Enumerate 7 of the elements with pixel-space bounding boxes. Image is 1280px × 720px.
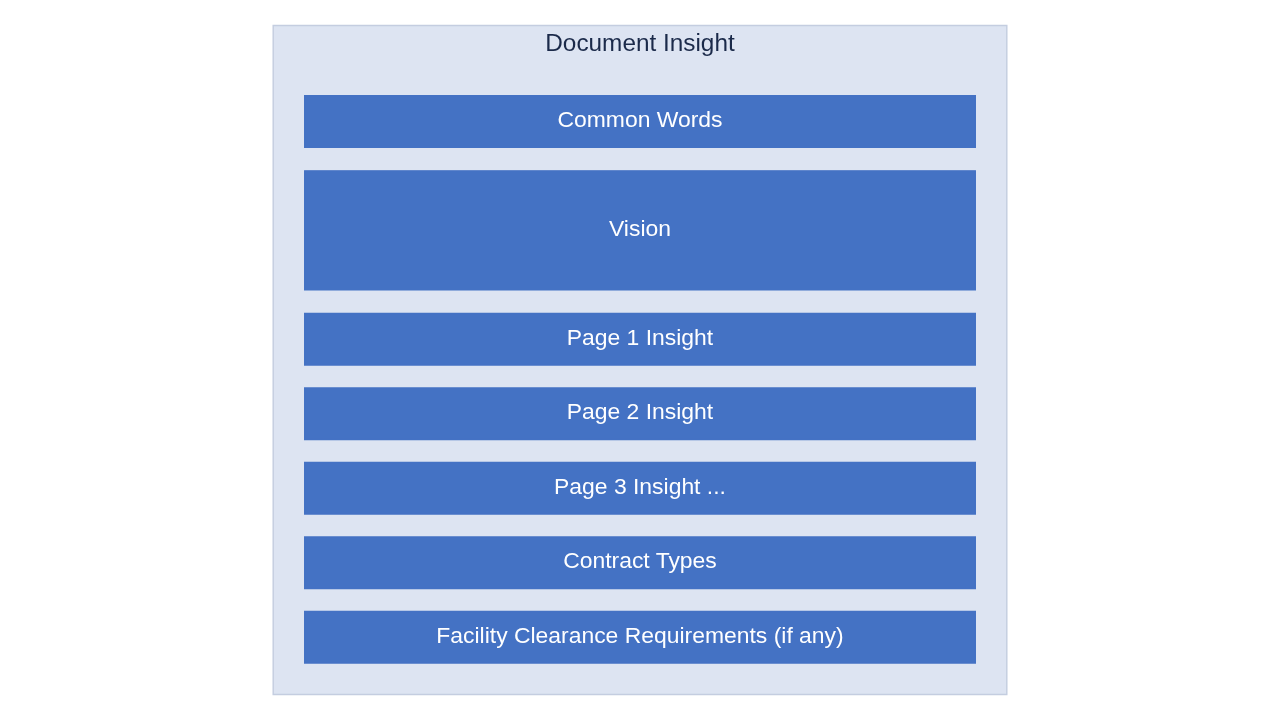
node-box: Page 2 Insight <box>304 387 976 441</box>
node-box: Facility Clearance Requirements (if any) <box>304 610 976 664</box>
node-box: Common Words <box>304 94 976 148</box>
node-box: Vision <box>304 170 976 291</box>
node-box: Page 1 Insight <box>304 312 976 366</box>
node-box: Contract Types <box>304 536 976 590</box>
node-box: Page 3 Insight ... <box>304 461 976 515</box>
